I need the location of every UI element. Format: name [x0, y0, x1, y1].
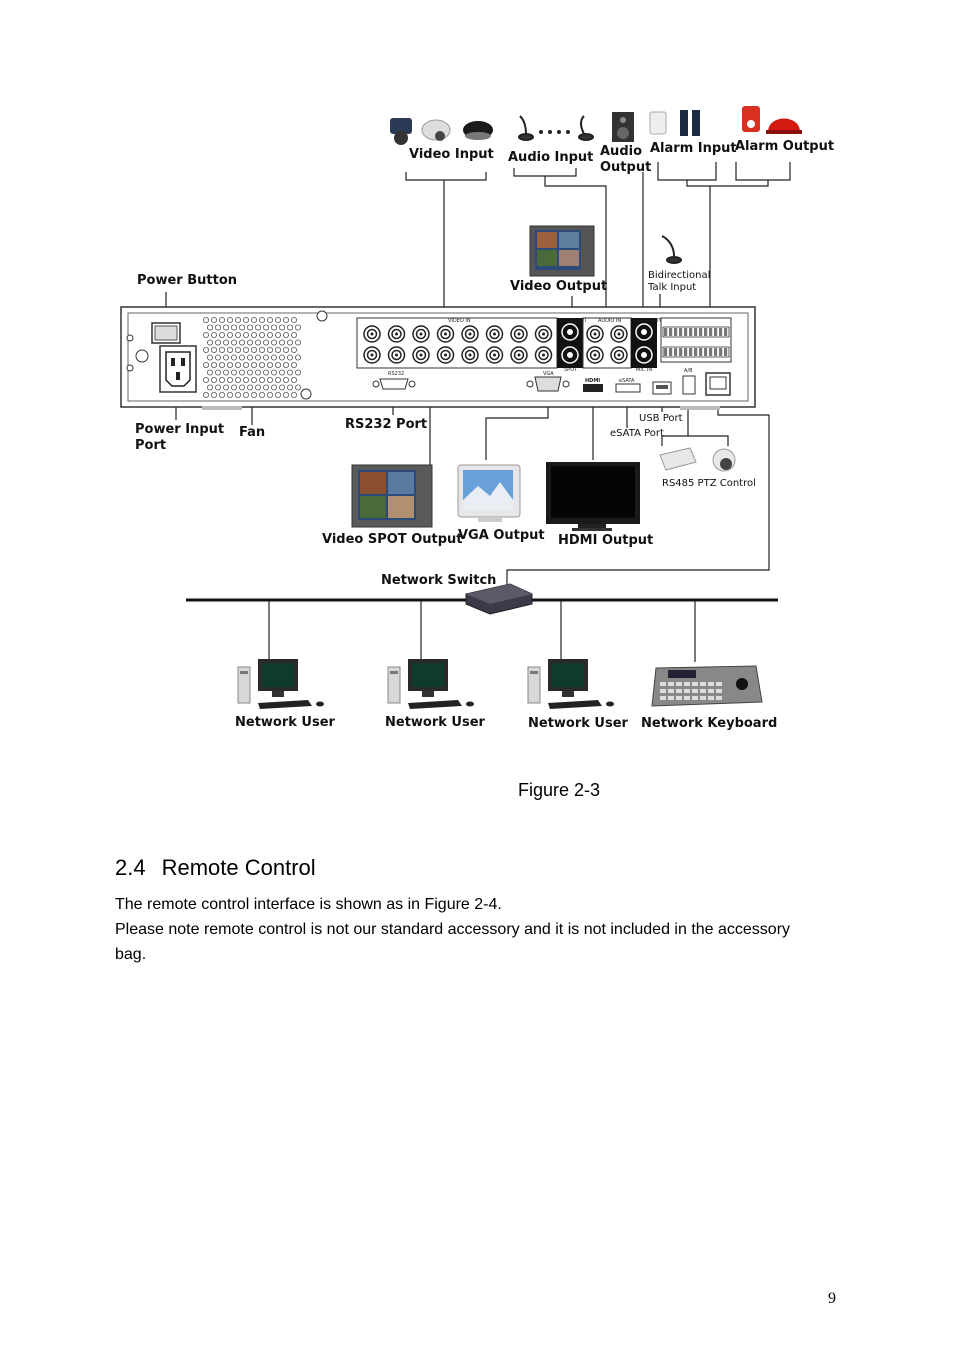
alarm-siren-icons: [742, 106, 802, 134]
label-power-button: Power Button: [137, 273, 238, 288]
label-audio-output-1: Audio: [600, 144, 643, 159]
label-vga-output: VGA Output: [458, 528, 545, 543]
panel-label-audio-out: AUDIO OUT: [633, 318, 663, 324]
panel-label-spot: SPOT: [564, 367, 578, 373]
esata-connector: [615, 383, 641, 393]
panel-label-hdmi: HDMI: [585, 378, 600, 384]
alarm-sensor-icons: [649, 110, 700, 136]
panel-label-esata: eSATA: [619, 378, 635, 384]
video-camera-icons: [390, 118, 493, 145]
network-user-pc-icons: [237, 659, 614, 709]
bnc-video-inputs: [363, 325, 553, 364]
label-network-user-1: Network User: [235, 715, 335, 730]
dvr-rear-panel: VIDEO IN VIDEO OUT AUDIO IN AUDIO OUT SP…: [120, 306, 756, 410]
network-switch-icon: [465, 583, 533, 615]
microphone-icons: [518, 115, 594, 141]
label-audio-output-2: Output: [600, 160, 652, 175]
panel-label-audio-in: AUDIO IN: [598, 318, 621, 324]
spot-monitor-icon: [351, 464, 433, 528]
label-audio-input: Audio Input: [508, 150, 594, 165]
label-network-user-3: Network User: [528, 716, 628, 731]
fan-grille: [202, 316, 301, 398]
label-network-user-2: Network User: [385, 715, 485, 730]
figure-caption: Figure 2-3: [517, 780, 601, 800]
panel-label-ab: A/B: [684, 368, 693, 374]
label-bidirectional-2: Talk Input: [648, 282, 697, 293]
panel-label-rs232: RS232: [388, 371, 404, 377]
label-fan: Fan: [239, 425, 266, 440]
vga-monitor-icon: [457, 464, 521, 522]
alarm-terminal-block: [662, 326, 730, 358]
panel-label-mic-in: MIC IN: [636, 367, 652, 373]
label-network-switch: Network Switch: [381, 573, 497, 588]
label-rs232-port: RS232 Port: [345, 417, 428, 432]
section-heading: 2.4 Remote Control: [115, 855, 316, 881]
panel-label-vga: VGA: [543, 371, 554, 377]
hdmi-connector: [583, 384, 603, 392]
ptz-camera-icons: [659, 447, 736, 472]
label-bidirectional-1: Bidirectional: [648, 270, 711, 281]
label-alarm-output: Alarm Output: [735, 139, 835, 154]
speaker-icon: [612, 112, 634, 142]
video-output-monitor-icon: [529, 225, 595, 277]
page-number: 9: [828, 1290, 836, 1307]
panel-label-video-in: VIDEO IN: [448, 318, 471, 324]
label-video-input: Video Input: [409, 147, 494, 162]
rs485-connector: [682, 375, 696, 395]
label-hdmi-output: HDMI Output: [558, 533, 654, 548]
label-video-output: Video Output: [510, 279, 608, 294]
label-usb-port: USB Port: [639, 413, 683, 424]
paragraph-2: Please note remote control is not our st…: [115, 921, 791, 938]
paragraph-1: The remote control interface is shown as…: [115, 896, 502, 913]
label-power-input-2: Port: [135, 438, 167, 453]
section-number: 2.4: [115, 855, 146, 880]
dvr-connection-diagram: VIDEO IN VIDEO OUT AUDIO IN AUDIO OUT SP…: [120, 106, 802, 709]
label-esata-port: eSATA Port: [610, 428, 664, 439]
label-video-spot-output: Video SPOT Output: [322, 532, 463, 547]
label-power-input-1: Power Input: [135, 422, 225, 437]
panel-label-video-out: VIDEO OUT: [559, 318, 588, 324]
label-alarm-input: Alarm Input: [650, 141, 737, 156]
section-title: Remote Control: [161, 855, 316, 880]
hdmi-tv-icon: [546, 462, 640, 531]
talk-microphone-icon: [661, 235, 682, 264]
network-keyboard-icon: [651, 665, 763, 707]
rs232-connector: [379, 378, 409, 390]
audio-connectors: [586, 325, 628, 364]
vga-connector: [534, 376, 562, 392]
label-rs485-ptz: RS485 PTZ Control: [662, 478, 756, 489]
paragraph-3: bag.: [115, 946, 147, 963]
label-network-keyboard: Network Keyboard: [641, 716, 778, 731]
